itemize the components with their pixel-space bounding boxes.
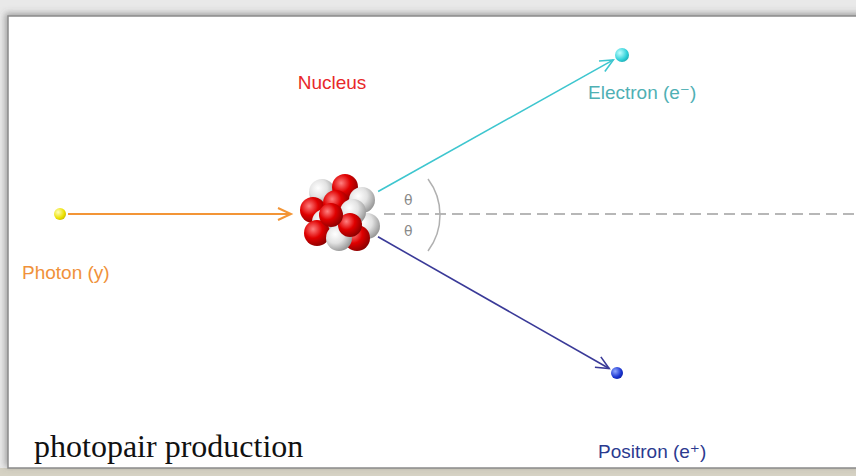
frame	[8, 16, 856, 468]
arrow-head	[599, 60, 613, 72]
nucleus-cluster	[300, 174, 380, 251]
caption: photopair production	[30, 428, 307, 464]
particle-label: Positron (e⁺)	[598, 441, 706, 463]
particle-label: Nucleus	[298, 72, 367, 94]
angle-label: θ	[404, 192, 413, 208]
trajectory-group	[378, 237, 609, 369]
angle-arc	[428, 179, 440, 251]
arrow-head	[595, 357, 609, 369]
electron-dot: Electron (e⁻)	[615, 48, 629, 62]
bottom-strip	[0, 468, 856, 476]
trajectory-group	[68, 208, 291, 220]
positron-dot: Positron (e⁺)	[611, 367, 623, 379]
photon-dot: Photon (y)	[54, 208, 66, 220]
trajectory-arrow	[378, 237, 609, 369]
trajectory-arrow	[68, 213, 291, 215]
particle-label: Photon (y)	[22, 262, 110, 284]
trajectory-arrow	[378, 60, 613, 192]
particle-label: Electron (e⁻)	[588, 82, 696, 104]
axis-dashed-line	[384, 213, 856, 215]
nucleus: Nucleus	[294, 170, 382, 258]
arrow-head	[278, 208, 291, 220]
trajectory-group	[378, 60, 613, 192]
angle-label: θ	[404, 223, 413, 239]
